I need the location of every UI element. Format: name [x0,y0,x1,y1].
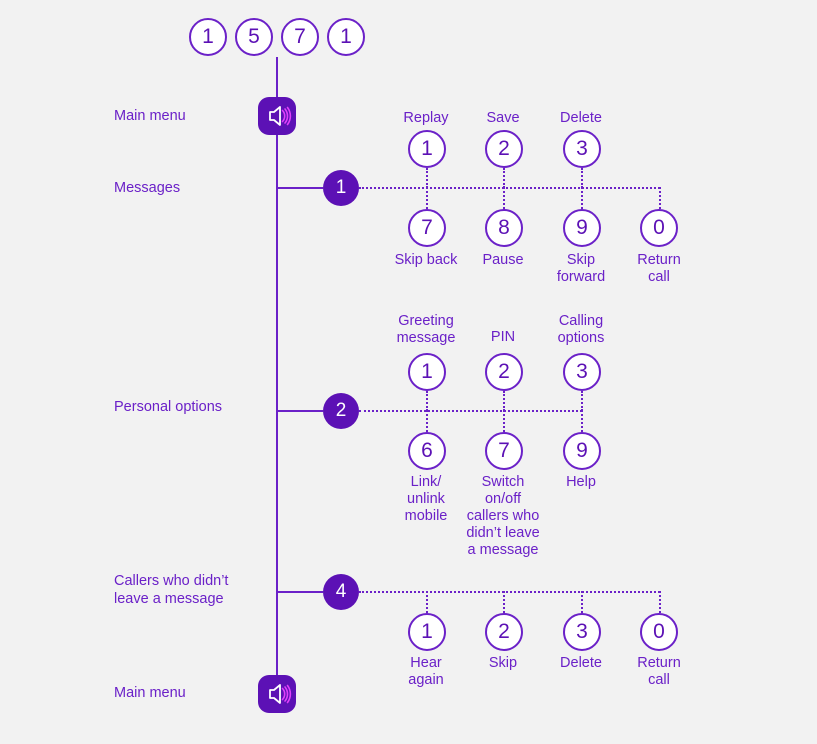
keypad-personal-switch-onoff[interactable]: 7 [485,432,523,470]
caption-messages-save: Save [486,110,520,126]
dial-digit-3[interactable]: 7 [281,18,319,56]
caption-personal-calling-options: Calling options [533,313,629,347]
keypad-messages-skip-forward[interactable]: 9 [563,209,601,247]
caption-line: didn’t leave [466,525,540,541]
row-label-line: Callers who didn’t [114,573,229,589]
row-label-messages: Messages [114,180,181,196]
dotted-drop-messages-below-2 [503,187,505,209]
caption-line: Hear [410,655,442,671]
keypad-personal-pin[interactable]: 2 [485,353,523,391]
dotted-drop-personal-below-3 [581,410,583,432]
spine-segment-top [276,57,278,99]
caption-personal-greeting-message: Greeting message [378,313,474,347]
keypad-callers-delete[interactable]: 3 [563,613,601,651]
caption-personal-switch-onoff: Switch on/off callers who didn’t leave a… [450,474,556,559]
dotted-bus-personal-options [359,410,582,412]
caption-line: options [557,330,605,346]
keypad-callers-hear-again[interactable]: 1 [408,613,446,651]
dotted-drop-messages-above-1 [426,168,428,188]
caption-line: Switch [481,474,525,490]
dotted-drop-messages-below-1 [426,187,428,209]
row-label-line: leave a message [114,591,224,607]
caption-line: again [408,672,444,688]
keypad-personal-link-unlink-mobile[interactable]: 6 [408,432,446,470]
dotted-bus-callers-no-message [359,591,660,593]
row-label-main-menu-top: Main menu [114,108,186,124]
caption-callers-skip: Skip [488,655,518,671]
connector-callers-no-message [278,591,323,593]
caption-line: on/off [484,491,522,507]
caption-line: forward [556,269,606,285]
dotted-drop-callers-3 [581,591,583,613]
keypad-messages-delete[interactable]: 3 [563,130,601,168]
dotted-drop-callers-4 [659,591,661,613]
dial-digit-1[interactable]: 1 [189,18,227,56]
caption-personal-pin: PIN [490,329,516,345]
caption-line: Return [637,655,681,671]
menu-node-messages[interactable]: 1 [323,170,359,206]
keypad-personal-greeting-message[interactable]: 1 [408,353,446,391]
dotted-drop-callers-1 [426,591,428,613]
caption-line: a message [467,542,539,558]
dial-digit-2[interactable]: 5 [235,18,273,56]
caption-messages-skip-back: Skip back [394,252,458,268]
dotted-drop-messages-below-4 [659,187,661,209]
caption-messages-pause: Pause [482,252,524,268]
dotted-drop-personal-above-3 [581,391,583,411]
caption-line: call [648,269,670,285]
caption-callers-return-call: Return call [611,655,707,689]
keypad-personal-help[interactable]: 9 [563,432,601,470]
caption-callers-delete: Delete [560,655,602,671]
dial-digit-4[interactable]: 1 [327,18,365,56]
keypad-callers-return-call[interactable]: 0 [640,613,678,651]
dotted-drop-personal-below-2 [503,410,505,432]
row-label-main-menu-bottom: Main menu [114,685,186,701]
caption-callers-hear-again: Hear again [378,655,474,689]
dotted-drop-personal-above-1 [426,391,428,411]
caption-line: Return [637,252,681,268]
row-label-personal-options: Personal options [114,399,223,415]
dotted-drop-callers-2 [503,591,505,613]
caption-line: Greeting [398,313,454,329]
caption-line: call [648,672,670,688]
speaker-icon [258,675,296,713]
connector-personal-options [278,410,323,412]
connector-messages [278,187,323,189]
caption-line: message [396,330,456,346]
dotted-drop-messages-above-3 [581,168,583,188]
caption-messages-replay: Replay [403,110,449,126]
dotted-drop-messages-below-3 [581,187,583,209]
keypad-messages-pause[interactable]: 8 [485,209,523,247]
keypad-messages-replay[interactable]: 1 [408,130,446,168]
speaker-icon [258,97,296,135]
caption-line: Skip [566,252,596,268]
dotted-drop-personal-above-2 [503,391,505,411]
caption-line: unlink [407,491,445,507]
caption-messages-delete: Delete [560,110,602,126]
menu-node-callers-no-message[interactable]: 4 [323,574,359,610]
dotted-bus-messages [359,187,660,189]
keypad-personal-calling-options[interactable]: 3 [563,353,601,391]
dotted-drop-messages-above-2 [503,168,505,188]
caption-personal-help: Help [566,474,596,490]
caption-line: Link/ [410,474,442,490]
keypad-messages-save[interactable]: 2 [485,130,523,168]
keypad-messages-skip-back[interactable]: 7 [408,209,446,247]
caption-messages-return-call: Return call [611,252,707,286]
caption-personal-link-unlink-mobile: Link/ unlink mobile [378,474,474,525]
caption-line: callers who [466,508,540,524]
caption-line: Calling [558,313,604,329]
keypad-messages-return-call[interactable]: 0 [640,209,678,247]
row-label-callers-no-message: Callers who didn’t leave a message [114,572,304,608]
spine-segment-main [276,135,278,675]
menu-node-personal-options[interactable]: 2 [323,393,359,429]
dotted-drop-personal-below-1 [426,410,428,432]
keypad-callers-skip[interactable]: 2 [485,613,523,651]
caption-line: mobile [404,508,448,524]
caption-messages-skip-forward: Skip forward [533,252,629,286]
